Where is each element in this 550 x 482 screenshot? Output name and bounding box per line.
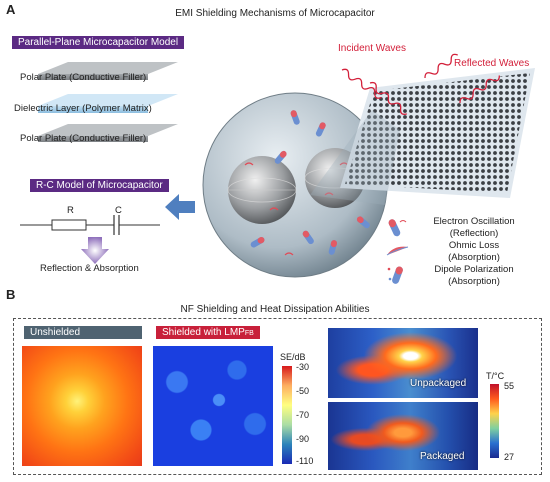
unshielded-heatmap <box>22 346 142 466</box>
unpackaged-label: Unpackaged <box>410 378 467 389</box>
capacitor-stack-illustration <box>38 62 178 142</box>
capacitor-label: C <box>115 205 122 216</box>
shielded-tag: Shielded with LMPFB <box>156 326 260 339</box>
resistor-label: R <box>67 205 74 216</box>
microcapacitor-sphere-illustration <box>202 92 388 278</box>
left-arrow-icon <box>165 194 195 220</box>
legend-line: (Absorption) <box>448 276 500 287</box>
t-colorbar <box>490 384 499 458</box>
unshielded-tag: Unshielded <box>24 326 142 339</box>
rc-circuit-diagram <box>20 215 160 235</box>
reflection-absorption-label: Reflection & Absorption <box>40 263 139 274</box>
rc-model-tag: R-C Model of Microcapacitor <box>30 179 169 192</box>
legend-line: (Absorption) <box>448 252 500 263</box>
panel-a-title: EMI Shielding Mechanisms of Microcapacit… <box>175 8 375 19</box>
legend-line: Electron Oscillation <box>433 216 515 227</box>
t-scale-title: T/°C <box>486 371 505 381</box>
panel-b-letter: B <box>6 287 16 302</box>
down-arrow-icon <box>81 237 109 264</box>
shielding-mesh-illustration <box>340 53 535 198</box>
shielded-tag-main: Shielded with LMP <box>162 327 245 338</box>
layer-label-bottom: Polar Plate (Conductive Filler) <box>20 133 147 144</box>
incident-waves-label: Incident Waves <box>338 43 406 54</box>
layer-label-dielectric: Dielectric Layer (Polymer Matrix) <box>14 103 152 114</box>
unpackaged-thermal-image <box>328 328 478 398</box>
legend-line: Ohmic Loss <box>448 240 500 251</box>
shielded-heatmap <box>153 346 273 466</box>
legend-electron-oscillation: Electron Oscillation (Reflection) <box>414 216 534 240</box>
se-tick: -70 <box>296 410 310 420</box>
se-tick: -50 <box>296 386 310 396</box>
legend-dipole-polarization: Dipole Polarization (Absorption) <box>414 264 534 288</box>
shielded-tag-sub: FB <box>244 330 254 337</box>
panel-b-frame <box>13 318 542 475</box>
legend-ohmic-loss: Ohmic Loss (Absorption) <box>414 240 534 264</box>
packaged-label: Packaged <box>420 451 465 462</box>
layer-label-top: Polar Plate (Conductive Filler) <box>20 72 147 83</box>
reflected-waves-label: Reflected Waves <box>454 58 530 69</box>
se-scale-title: SE/dB <box>280 352 306 362</box>
electron-oscillation-icon <box>388 219 407 237</box>
packaged-thermal-image <box>328 402 478 470</box>
se-tick: -90 <box>296 434 310 444</box>
panel-b-title: NF Shielding and Heat Dissipation Abilit… <box>180 304 370 315</box>
se-colorbar <box>282 366 292 464</box>
t-scale-max: 55 <box>504 381 515 391</box>
dipole-polarization-icon <box>387 266 403 284</box>
zoom-cone <box>310 110 400 205</box>
se-tick: -110 <box>296 456 314 466</box>
se-tick: -30 <box>296 362 310 372</box>
legend-line: (Reflection) <box>449 228 499 239</box>
panel-a-letter: A <box>6 2 16 17</box>
legend-line: Dipole Polarization <box>434 264 514 275</box>
t-scale-min: 27 <box>504 452 515 462</box>
model-tag: Parallel-Plane Microcapacitor Model <box>12 36 185 49</box>
ohmic-loss-icon <box>386 246 409 256</box>
